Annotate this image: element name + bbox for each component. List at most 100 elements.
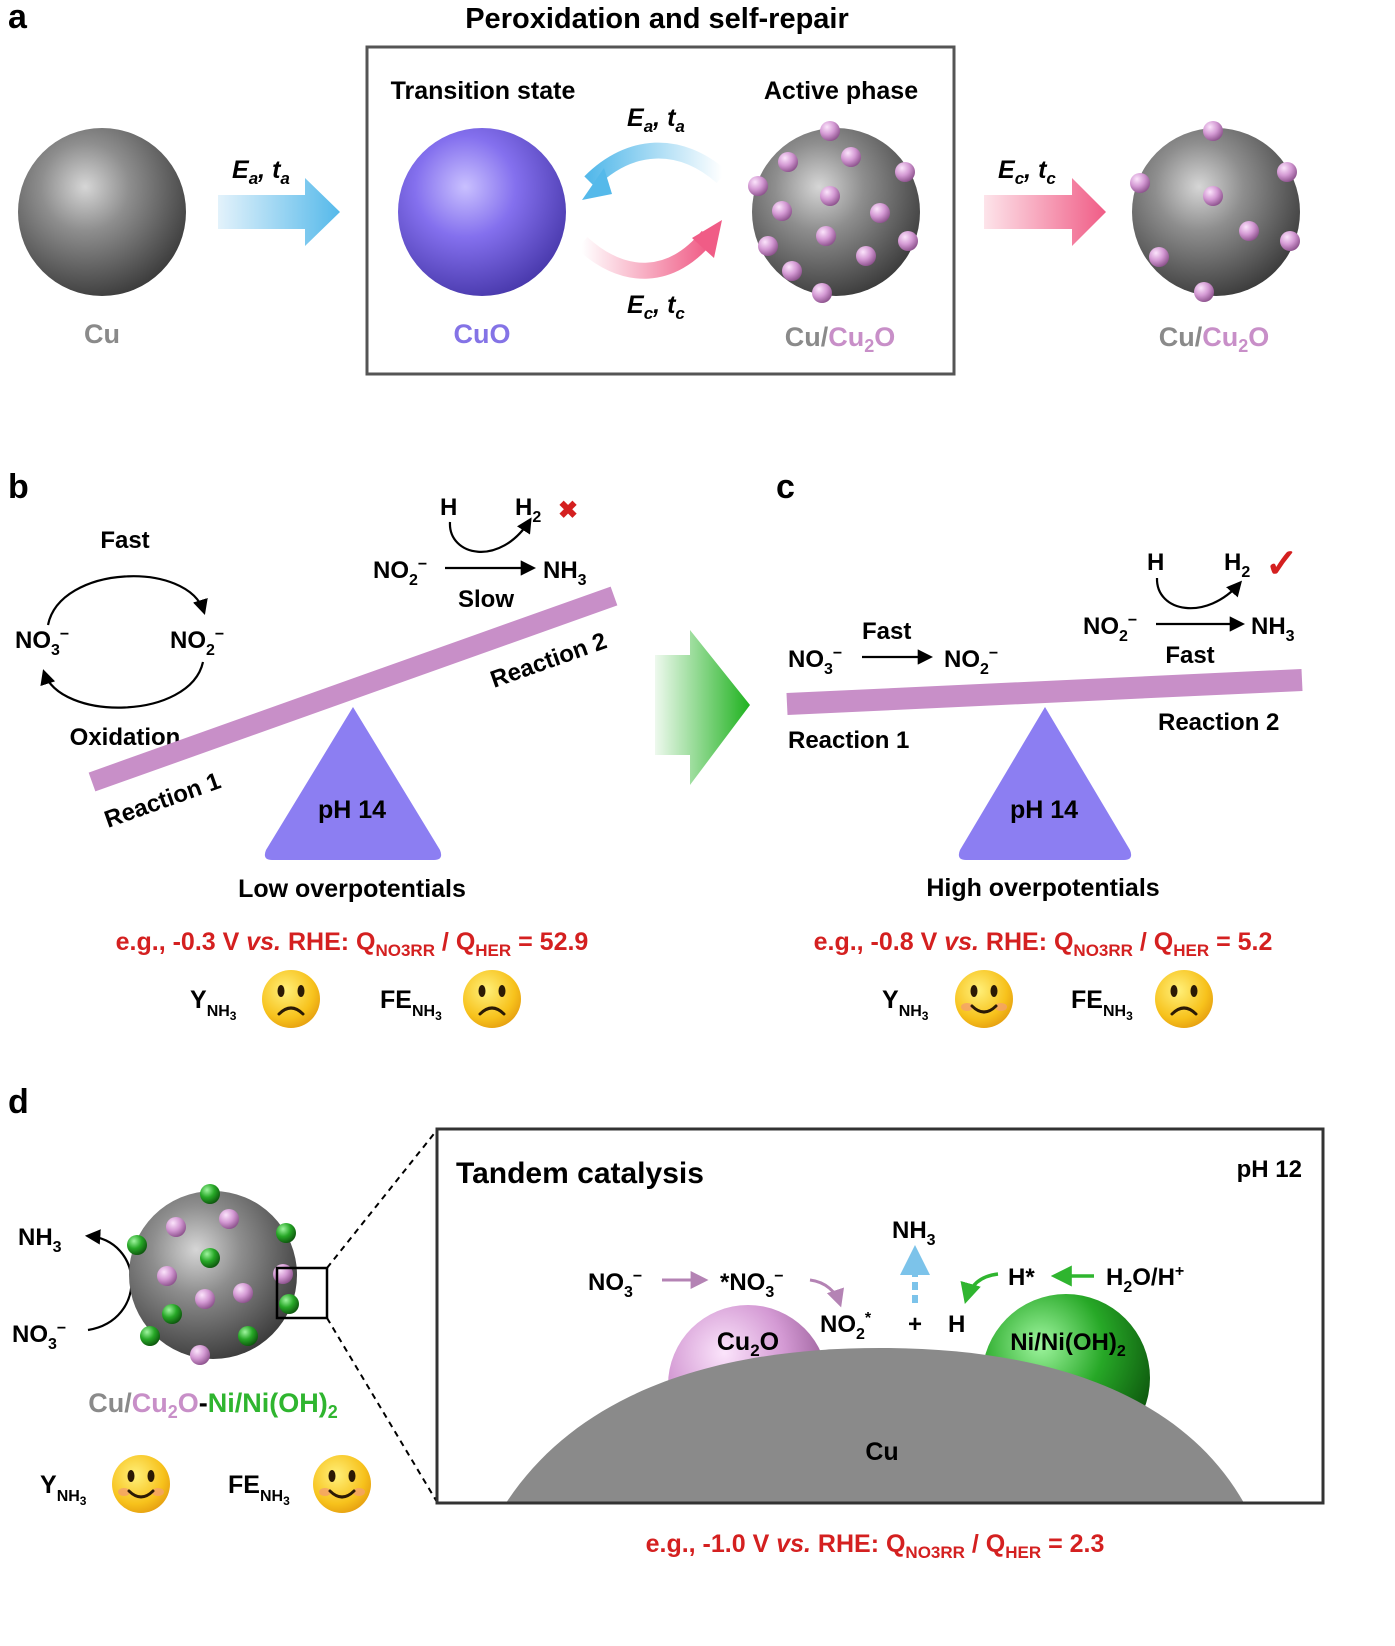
no3-label-d: NO3−	[12, 1320, 66, 1353]
h-spillover-arrow	[960, 1272, 999, 1305]
face-cheek	[961, 1003, 973, 1011]
cuo-label: CuO	[454, 319, 511, 349]
ea-ta-label-2: Ea, ta	[627, 104, 685, 136]
y-nh3-label-d: YNH3	[40, 1471, 87, 1508]
cu2o-dots-active	[748, 121, 918, 303]
zoom-box	[275, 1266, 329, 1320]
fast-label-c1: Fast	[862, 618, 911, 645]
face-eye	[1190, 985, 1198, 997]
ni-dot	[200, 1248, 220, 1268]
cu2o-dot	[1203, 121, 1223, 141]
cuo-sphere	[398, 128, 566, 296]
ni-dot	[140, 1326, 160, 1346]
face-eye	[147, 1470, 155, 1482]
ph-label-b: pH 14	[318, 796, 386, 824]
face-disc	[262, 970, 320, 1028]
tandem-title: Tandem catalysis	[456, 1157, 704, 1190]
happy-face-icon	[955, 970, 1013, 1028]
h-label-c: H	[1147, 549, 1164, 576]
cu-base-label: Cu	[865, 1438, 898, 1466]
inset-no2-star-label: NO2*	[820, 1310, 872, 1343]
cathodic-arrow	[984, 178, 1106, 246]
cu-sphere	[18, 128, 186, 296]
cu2o-dot	[1203, 186, 1223, 206]
face-eye	[478, 985, 486, 997]
reverse-curve-head	[582, 168, 612, 200]
h-to-h2-arrow-b	[448, 517, 532, 553]
cu2o-dot	[1194, 282, 1214, 302]
fulcrum-b	[264, 707, 442, 860]
ni-dot	[276, 1223, 296, 1243]
face-disc	[313, 1455, 371, 1513]
cu2o-dot	[1239, 221, 1259, 241]
face-eye	[127, 1470, 135, 1482]
cu2o-dot	[812, 283, 832, 303]
transition-arrow	[655, 630, 750, 785]
cross-icon: ✖	[558, 497, 578, 524]
cu2o-dot	[1280, 231, 1300, 251]
plus-sign: +	[908, 1311, 922, 1338]
cu2o-dot	[1277, 162, 1297, 182]
y-nh3-label-c: YNH3	[882, 986, 929, 1023]
transition-state-label: Transition state	[391, 77, 576, 105]
cu2o-dot	[1130, 173, 1150, 193]
ec-tc-label-1: Ec, tc	[627, 291, 685, 323]
reverse-curve-arrow	[584, 142, 728, 188]
example-label-b: e.g., -0.3 V vs. RHE: QNO3RR / QHER = 52…	[116, 928, 589, 960]
cu-label: Cu	[84, 319, 120, 349]
cu2o-dot	[190, 1345, 210, 1365]
face-cheek	[152, 1488, 164, 1496]
cu2o-dot	[816, 226, 836, 246]
ni-dot	[200, 1184, 220, 1204]
nh3-label-d: NH3	[18, 1224, 62, 1256]
cu-cu2o-label-1: Cu/Cu2O	[785, 322, 896, 356]
ph12-label: pH 12	[1237, 1156, 1302, 1183]
zoom-line-bottom	[326, 1317, 438, 1503]
no3-reduce-arrow	[809, 1278, 844, 1308]
overpotential-label-b: Low overpotentials	[238, 875, 466, 903]
face-eye	[297, 985, 305, 997]
ph-label-c: pH 14	[1010, 796, 1078, 824]
overpotential-label-c: High overpotentials	[926, 874, 1159, 902]
happy-face-icon	[112, 1455, 170, 1513]
example-label-c: e.g., -0.8 V vs. RHE: QNO3RR / QHER = 5.…	[814, 928, 1273, 960]
panel-a: a Peroxidation and self-repair Transitio…	[8, 0, 1300, 376]
inset-star-no3-label: *NO3−	[720, 1268, 784, 1301]
inset-h-label: H	[948, 1311, 965, 1338]
ni-dot	[162, 1304, 182, 1324]
cu2o-dot	[233, 1283, 253, 1303]
ni-dot	[238, 1326, 258, 1346]
face-mouth	[127, 1489, 155, 1499]
cu2o-sphere-label: Cu2O	[717, 1328, 779, 1360]
ni-sphere-label: Ni/Ni(OH)2	[1010, 1329, 1126, 1360]
slow-label: Slow	[458, 586, 514, 613]
cu2o-dots-final	[1130, 121, 1300, 302]
check-icon: ✓	[1265, 542, 1299, 586]
tandem-catalyst-label: Cu/Cu2O-Ni/Ni(OH)2	[88, 1388, 338, 1422]
fe-nh3-label-b: FENH3	[380, 986, 442, 1023]
forward-curve-head	[692, 220, 722, 258]
nh3-label-b: NH3	[543, 557, 587, 589]
face-eye	[990, 985, 998, 997]
cu2o-dot	[219, 1209, 239, 1229]
active-phase-label: Active phase	[764, 77, 918, 105]
final-sphere	[1132, 128, 1300, 296]
fulcrum-c	[958, 707, 1132, 860]
face-cheek	[995, 1003, 1007, 1011]
lever-beam-b	[88, 586, 618, 792]
cu-cu2o-label-2: Cu/Cu2O	[1159, 322, 1270, 356]
no2-label-b: NO2−	[170, 626, 224, 659]
no3-label-c: NO3−	[788, 645, 842, 678]
face-mouth	[478, 1006, 506, 1016]
face-eye	[498, 985, 506, 997]
cu2o-dot	[748, 176, 768, 196]
panel-b: b Fast NO3− NO2− Oxidation Reaction 1 Re…	[8, 468, 618, 1028]
nh3-label-c: NH3	[1251, 613, 1295, 645]
no2-eq-label-c: NO2−	[1083, 612, 1137, 645]
face-disc	[955, 970, 1013, 1028]
inset-h-star-label: H*	[1008, 1264, 1035, 1291]
inset-nh3-label: NH3	[892, 1217, 936, 1249]
oxidation-cycle-arrow	[40, 661, 205, 709]
face-mouth	[328, 1489, 356, 1499]
